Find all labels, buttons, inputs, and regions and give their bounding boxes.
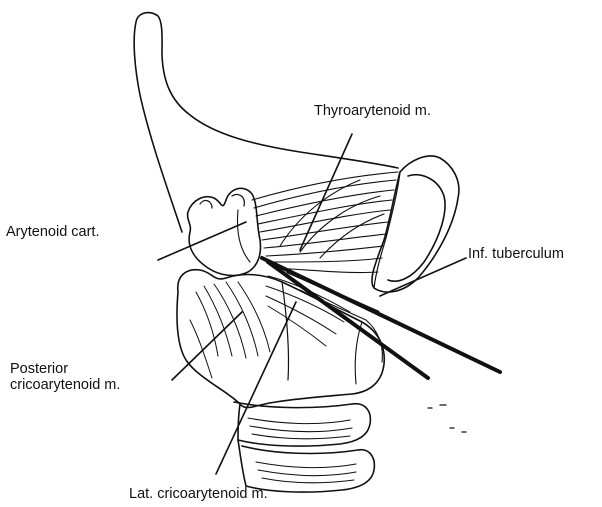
label-arytenoid-cartilage: Arytenoid cart. bbox=[6, 224, 100, 240]
label-thyroarytenoid: Thyroarytenoid m. bbox=[314, 103, 431, 119]
leader-arytenoid bbox=[158, 222, 246, 260]
thyroarytenoid-muscle bbox=[252, 172, 398, 273]
posterior-cricoarytenoid-muscle bbox=[190, 282, 270, 378]
leader-thyroarytenoid bbox=[300, 134, 352, 250]
label-posterior-line1: Posterior bbox=[10, 361, 68, 377]
label-inf-tuberculum: Inf. tuberculum bbox=[468, 246, 564, 262]
cricoid-cartilage bbox=[177, 270, 384, 408]
leader-posterior-cricoarytenoid bbox=[172, 312, 242, 380]
label-posterior-line2: cricoarytenoid m. bbox=[10, 377, 120, 393]
label-lat-cricoarytenoid: Lat. cricoarytenoid m. bbox=[129, 486, 268, 502]
tracheal-rings bbox=[234, 402, 374, 492]
thyroid-cartilage-outline bbox=[134, 13, 398, 232]
